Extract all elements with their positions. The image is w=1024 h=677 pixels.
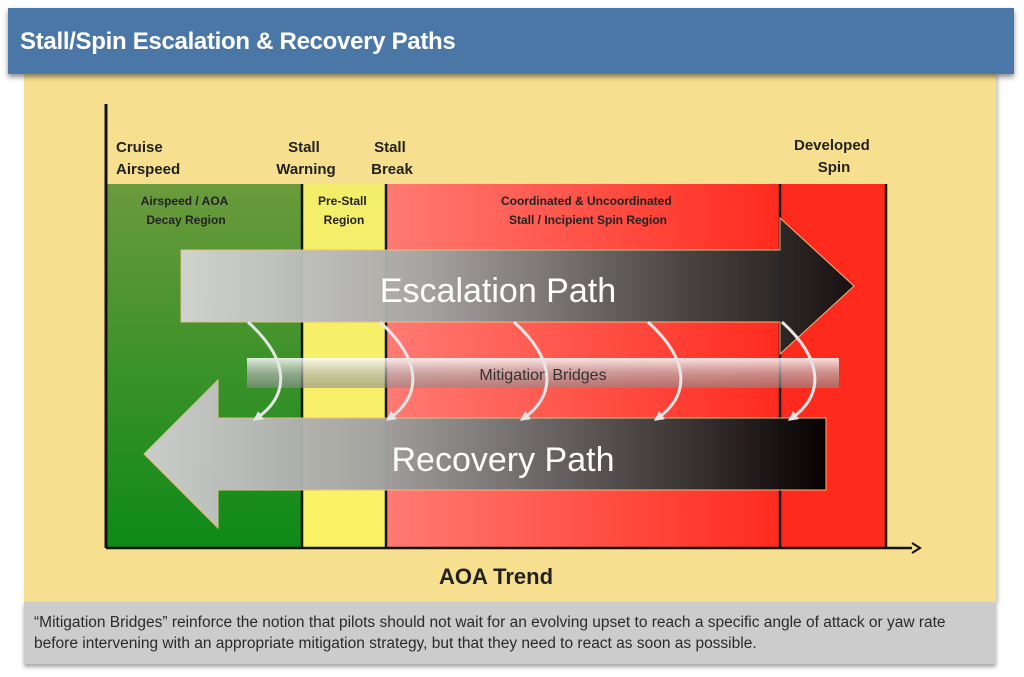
mitigation-bridge-arrows (246, 320, 817, 421)
recovery-path-arrow (143, 378, 827, 530)
milestone-stall-break: Stall Break (371, 139, 413, 178)
slide-header: Stall/Spin Escalation & Recovery Paths (8, 8, 1014, 74)
x-axis-arrowhead (911, 542, 922, 554)
bridge-arrow-2 (378, 320, 415, 421)
bridge-arrow-3 (512, 320, 549, 421)
escalation-path-label: Escalation Path (380, 272, 616, 310)
mitigation-bridges-label: Mitigation Bridges (479, 367, 606, 384)
slide-title: Stall/Spin Escalation & Recovery Paths (20, 28, 456, 55)
milestone-cruise: Cruise Airspeed (116, 139, 180, 178)
milestone-developed-spin: Developed Spin (794, 137, 874, 176)
region-label-pre-stall: Pre-Stall Region (318, 194, 370, 227)
recovery-path-label: Recovery Path (392, 441, 615, 479)
bridge-arrow-1 (246, 320, 283, 421)
milestone-stall-warning: Stall Warning (276, 139, 335, 178)
escalation-path-arrow (180, 216, 855, 356)
bridge-arrow-4 (646, 320, 683, 421)
region-label-stall-incipient: Coordinated & Uncoordinated Stall / Inci… (501, 194, 675, 227)
caption-text: “Mitigation Bridges” reinforce the notio… (34, 614, 946, 652)
axis-label-aoa-trend: AOA Trend (439, 564, 553, 589)
bridge-arrow-5 (780, 320, 817, 421)
caption-box: “Mitigation Bridges” reinforce the notio… (24, 602, 996, 664)
region-label-decay: Airspeed / AOA Decay Region (141, 194, 231, 227)
